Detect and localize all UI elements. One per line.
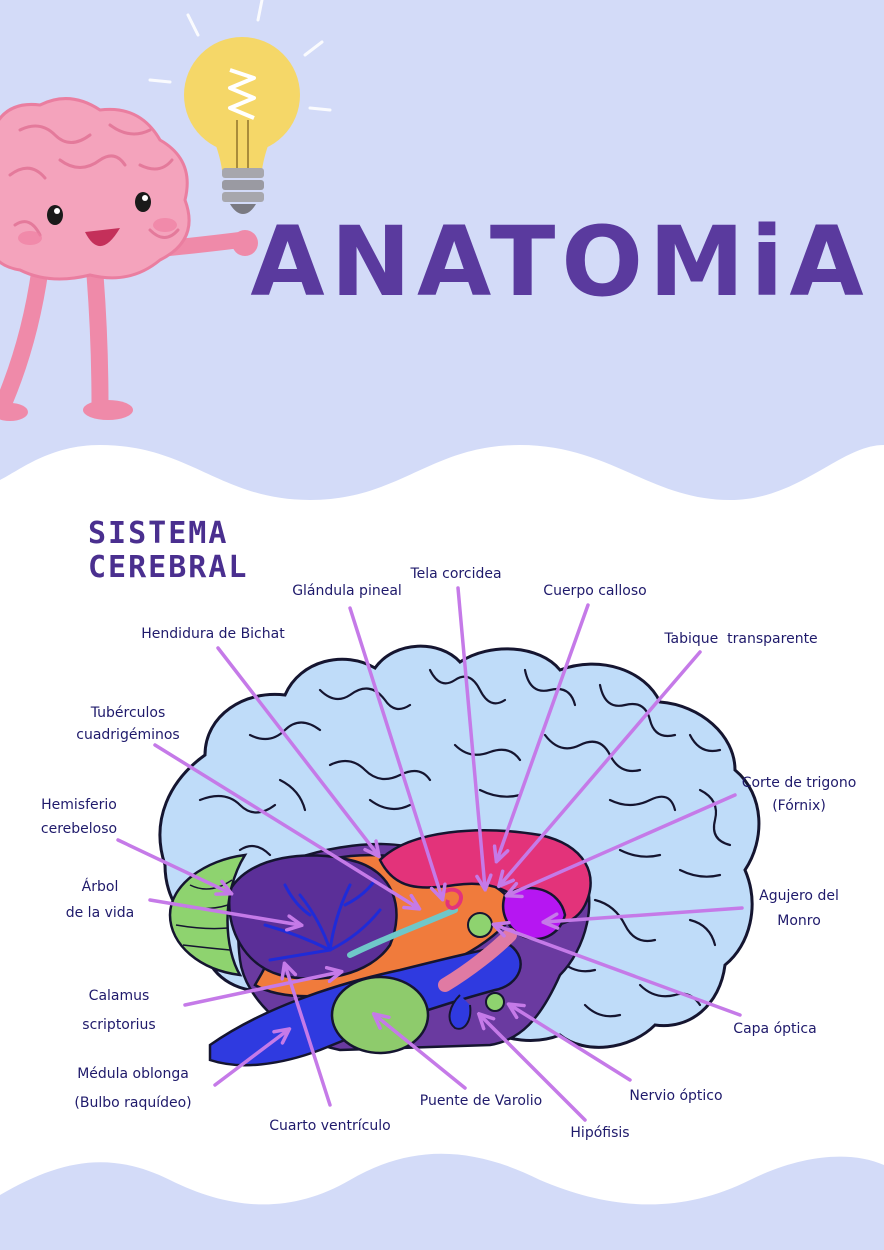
pituitary-stalk: [438, 928, 517, 992]
label-tela-corcidea: Tela corcidea: [409, 566, 501, 582]
label-agujero-1: Agujero del: [759, 888, 839, 904]
label-arbol-2: de la vida: [66, 905, 135, 921]
label-calamus-2: scriptorius: [82, 1017, 155, 1033]
light-bulb-icon: [148, 0, 332, 214]
cerebellum: [227, 854, 398, 980]
label-tabique-transparente: Tabique transparente: [663, 631, 817, 647]
label-puente-varolio: Puente de Varolio: [420, 1093, 543, 1109]
label-arbol-1: Árbol: [82, 878, 119, 895]
brain-mascot-icon: [0, 97, 258, 421]
labels: Glándula pineal Tela corcidea Cuerpo cal…: [41, 566, 856, 1141]
label-cuerpo-calloso: Cuerpo calloso: [543, 583, 646, 599]
label-calamus-1: Calamus: [89, 988, 150, 1004]
aqueduct: [347, 907, 458, 958]
label-capa-optica: Capa óptica: [733, 1021, 816, 1037]
label-tuberculos-1: Tubérculos: [90, 705, 166, 721]
mammillary-body: [467, 912, 493, 938]
pituitary: [448, 994, 472, 1030]
page-title: ANATOMiA: [250, 206, 869, 318]
label-corte-trigono-2: (Fórnix): [772, 798, 826, 814]
label-hemisferio-1: Hemisferio: [41, 797, 117, 813]
label-tuberculos-2: cuadrigéminos: [76, 727, 179, 743]
pons: [330, 975, 430, 1055]
label-corte-trigono-1: Corte de trigono: [742, 775, 857, 791]
label-arrows: [116, 586, 744, 1122]
brain-diagram: [158, 644, 761, 1067]
label-hemisferio-2: cerebeloso: [41, 821, 117, 837]
label-hendidura-bichat: Hendidura de Bichat: [141, 626, 285, 642]
label-cuarto-ventriculo: Cuarto ventrículo: [269, 1118, 390, 1134]
label-glandula-pineal: Glándula pineal: [292, 583, 402, 599]
label-medula-2: (Bulbo raquídeo): [74, 1095, 191, 1111]
optic-nerve: [485, 992, 505, 1012]
label-medula-1: Médula oblonga: [77, 1066, 189, 1082]
pineal-gland: [438, 887, 463, 910]
subtitle-line-2: CEREBRAL: [88, 550, 249, 585]
label-nervio-optico: Nervio óptico: [629, 1088, 722, 1104]
subtitle-line-1: SISTEMA: [88, 516, 228, 551]
label-agujero-2: Monro: [777, 913, 821, 929]
footer-background: [0, 1153, 884, 1250]
label-hipofisis: Hipófisis: [570, 1125, 629, 1141]
